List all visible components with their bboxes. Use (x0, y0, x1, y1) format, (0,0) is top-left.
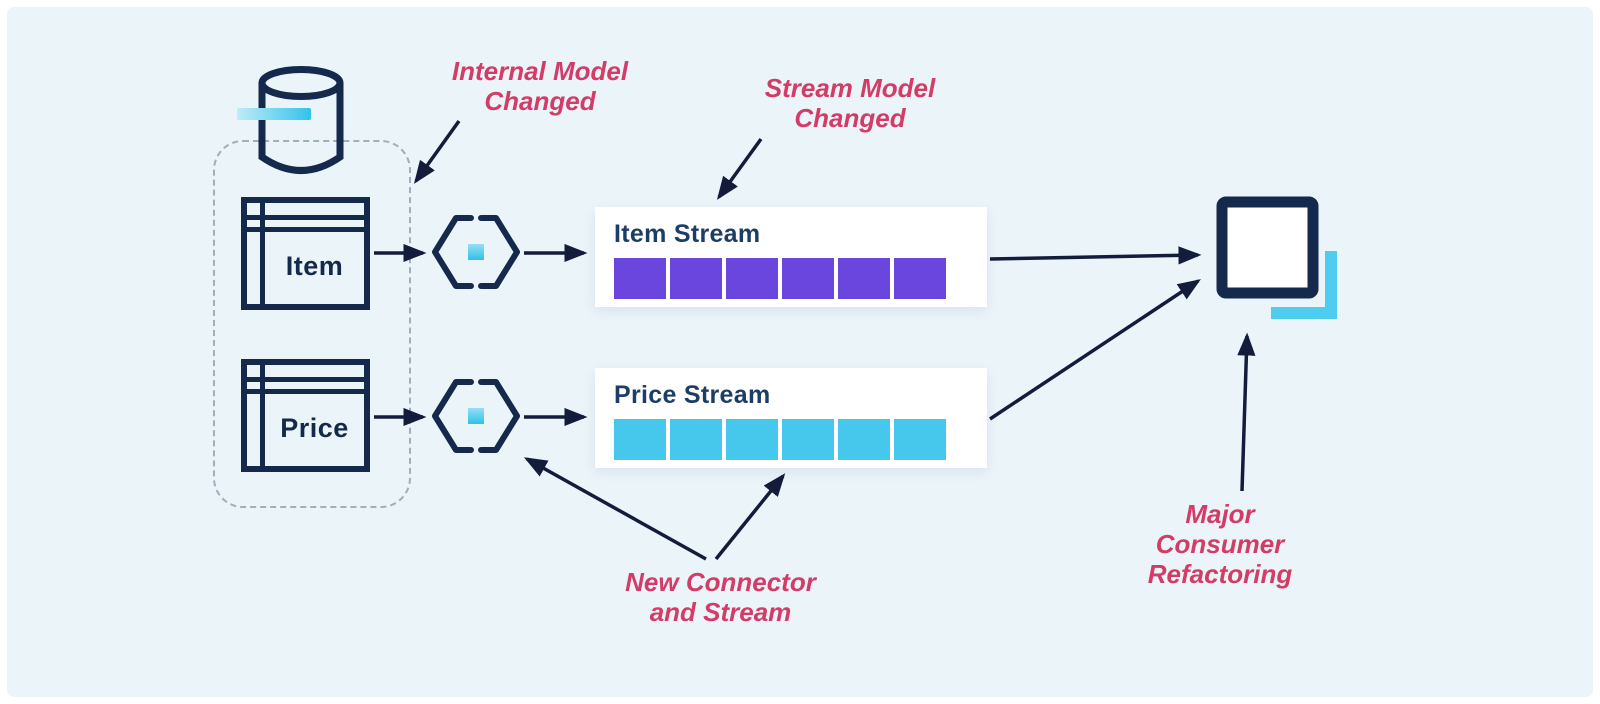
table-column-line (260, 365, 265, 466)
note-stream-model-changed: Stream Model Changed (764, 73, 936, 133)
consumer-icon (1216, 196, 1337, 319)
table-column-line (260, 203, 265, 304)
stream-segment (894, 258, 946, 299)
stream-segment (726, 419, 778, 460)
stream-segment (670, 419, 722, 460)
arrow-internal-model-note (413, 119, 461, 184)
source-group-outline (213, 140, 411, 508)
connector-icon-price (432, 379, 520, 453)
stream-segment (614, 258, 666, 299)
flow-arrows (374, 243, 1202, 427)
arrow-price-stream-to-consumer (989, 279, 1201, 421)
stream-segment (894, 419, 946, 460)
item-stream-box: Item Stream (595, 207, 987, 307)
note-new-connector-and-stream: New Connector and Stream (625, 567, 816, 627)
database-accent-bar (237, 108, 311, 120)
stream-segment (838, 258, 890, 299)
table-header-line (247, 215, 364, 220)
arrow-item-stream-to-consumer (989, 246, 1202, 265)
price-stream-box: Price Stream (595, 368, 987, 468)
stream-segment (726, 258, 778, 299)
table-header-line (247, 377, 364, 382)
price-table-label: Price (280, 413, 349, 443)
note-internal-model-changed: Internal Model Changed (451, 56, 629, 116)
arrow-major-consumer-note (1237, 332, 1256, 492)
item-stream-segments (614, 258, 987, 299)
item-table-icon: Item (241, 197, 370, 310)
stream-segment (670, 258, 722, 299)
price-stream-title: Price Stream (614, 381, 771, 409)
arrow-new-connector-note-right (714, 473, 786, 561)
annotation-arrows (413, 119, 1256, 561)
price-stream-segments (614, 419, 987, 460)
stream-segment (614, 419, 666, 460)
database-icon (258, 66, 344, 174)
item-table-label: Item (285, 251, 344, 281)
stream-segment (838, 419, 890, 460)
arrow-stream-model-note (716, 137, 763, 200)
table-header-line (247, 389, 364, 394)
note-major-consumer-refactoring: Major Consumer Refactoring (1147, 499, 1293, 589)
stream-segment (782, 258, 834, 299)
consumer-accent (1271, 251, 1337, 319)
connector-icon-item (432, 215, 520, 289)
arrow-new-connector-note-left (523, 457, 707, 561)
price-table-icon: Price (241, 359, 370, 472)
item-stream-title: Item Stream (614, 220, 761, 248)
table-header-line (247, 227, 364, 232)
stream-segment (782, 419, 834, 460)
